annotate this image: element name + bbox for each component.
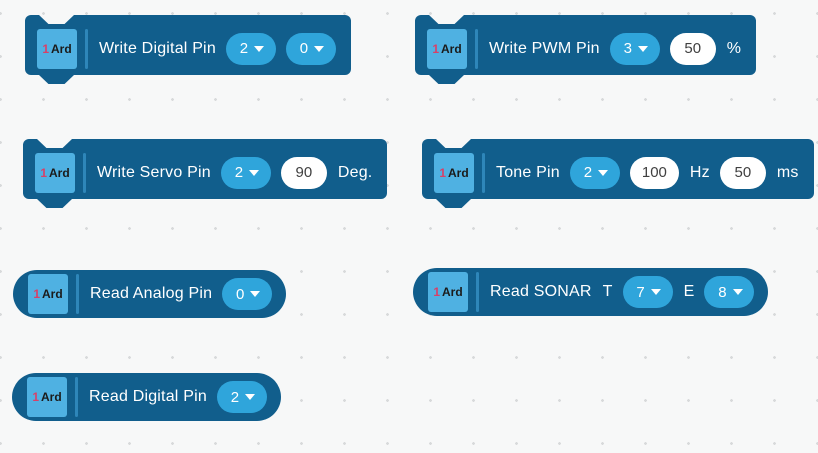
frequency-input[interactable]: 100 xyxy=(629,156,679,189)
badge-label: Ard xyxy=(51,41,72,56)
badge-separator xyxy=(482,152,485,193)
block-label: Write PWM Pin xyxy=(489,39,600,57)
badge-label: Ard xyxy=(441,41,462,56)
pin-dropdown[interactable]: 2 xyxy=(569,156,620,189)
pin-dropdown[interactable]: 2 xyxy=(220,156,271,189)
pin-dropdown[interactable]: 0 xyxy=(222,278,273,310)
pin-dropdown[interactable]: 2 xyxy=(216,381,267,413)
caret-down-icon xyxy=(598,169,609,176)
caret-down-icon xyxy=(254,45,265,52)
dropdown-value: 3 xyxy=(623,40,632,57)
badge-separator xyxy=(76,274,79,314)
trigger-label: T xyxy=(602,283,613,300)
unit-label: ms xyxy=(776,163,799,181)
input-value: 90 xyxy=(295,164,313,181)
dropdown-value: 2 xyxy=(583,164,593,181)
caret-down-icon xyxy=(250,291,261,297)
dropdown-value: 7 xyxy=(636,283,645,301)
pin-dropdown[interactable]: 2 xyxy=(225,32,276,65)
block-label: Write Servo Pin xyxy=(97,163,211,181)
input-value: 50 xyxy=(684,40,702,57)
trigger-pin-dropdown[interactable]: 7 xyxy=(622,276,673,308)
input-value: 100 xyxy=(641,164,667,181)
badge-separator xyxy=(85,28,88,69)
badge-number: 1 xyxy=(32,390,39,404)
caret-down-icon xyxy=(245,394,256,400)
dropdown-value: 2 xyxy=(239,40,249,57)
badge-number: 1 xyxy=(42,41,49,56)
angle-input[interactable]: 90 xyxy=(280,156,327,189)
caret-down-icon xyxy=(650,289,661,295)
badge-label: Ard xyxy=(41,390,62,404)
unit-label: Hz xyxy=(689,163,710,181)
badge-number: 1 xyxy=(40,165,47,180)
caret-down-icon xyxy=(249,169,260,176)
block-label: Read Digital Pin xyxy=(89,388,207,405)
badge-separator xyxy=(476,272,479,312)
dropdown-value: 0 xyxy=(299,40,309,57)
caret-down-icon xyxy=(732,289,743,295)
unit-label: Deg. xyxy=(337,163,373,181)
block-label: Read Analog Pin xyxy=(90,285,213,302)
badge-number: 1 xyxy=(33,287,40,301)
input-value: 50 xyxy=(734,164,752,181)
unit-label: % xyxy=(726,39,742,57)
badge-separator xyxy=(83,152,86,193)
echo-pin-dropdown[interactable]: 8 xyxy=(704,276,755,308)
pin-dropdown[interactable]: 3 xyxy=(609,32,660,65)
badge-number: 1 xyxy=(432,41,439,56)
dropdown-value: 2 xyxy=(230,388,240,406)
echo-label: E xyxy=(683,283,695,300)
badge-number: 1 xyxy=(439,165,446,180)
badge-label: Ard xyxy=(42,287,63,301)
badge-separator xyxy=(475,28,478,69)
badge-label: Ard xyxy=(448,165,469,180)
duration-input[interactable]: 50 xyxy=(719,156,766,189)
block-label: Tone Pin xyxy=(496,163,560,181)
dropdown-value: 0 xyxy=(236,285,245,303)
badge-label: Ard xyxy=(49,165,70,180)
value-dropdown[interactable]: 0 xyxy=(285,32,336,65)
dropdown-value: 2 xyxy=(234,164,244,181)
dropdown-value: 8 xyxy=(718,283,727,301)
badge-separator xyxy=(75,377,78,417)
block-label: Write Digital Pin xyxy=(99,39,216,57)
block-label: Read SONAR xyxy=(490,283,592,300)
caret-down-icon xyxy=(314,45,325,52)
badge-number: 1 xyxy=(433,285,440,299)
badge-label: Ard xyxy=(442,285,463,299)
caret-down-icon xyxy=(637,45,648,52)
duty-cycle-input[interactable]: 50 xyxy=(669,32,716,65)
